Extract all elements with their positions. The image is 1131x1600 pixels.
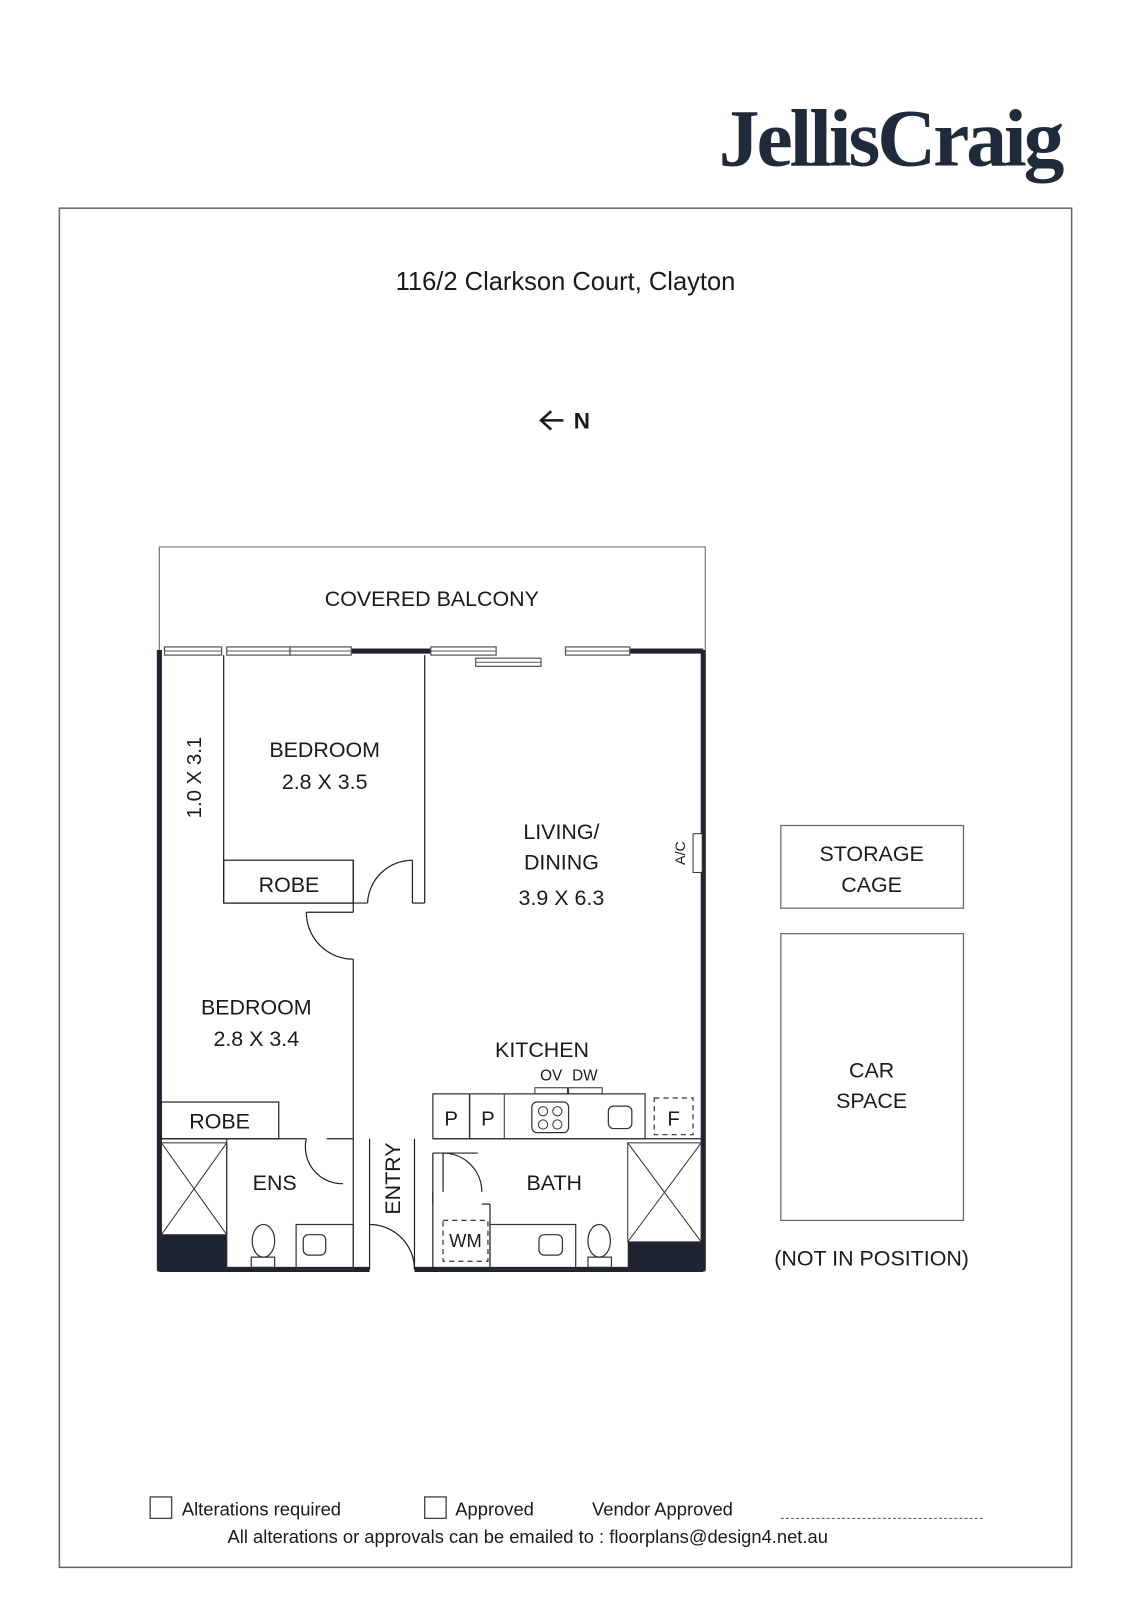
air-con-unit (692, 833, 703, 873)
alterations-checkbox[interactable] (149, 1496, 173, 1520)
exterior-walls (156, 648, 706, 1272)
vendor-approved-label: Vendor Approved (592, 1498, 733, 1519)
pantry-1-label: P (444, 1109, 458, 1131)
ensuite-label: ENS (253, 1171, 297, 1195)
door-swings (304, 859, 483, 1270)
fridge-label: F (667, 1109, 679, 1131)
corridor-size: 1.0 X 3.1 (184, 737, 206, 819)
washing-machine-space (442, 1219, 489, 1262)
robe-2 (160, 1101, 280, 1140)
living-name-2: DINING (524, 850, 599, 874)
bath-vanity (489, 1223, 577, 1270)
cooktop-icon (531, 1101, 570, 1134)
balcony-label: COVERED BALCONY (325, 587, 539, 611)
property-address: 116/2 Clarkson Court, Clayton (396, 268, 736, 296)
north-label: N (574, 409, 590, 434)
email-note: All alterations or approvals can be emai… (228, 1526, 828, 1547)
bath-toilet-icon (587, 1223, 613, 1268)
oven-label: OV (540, 1068, 563, 1085)
car-label-1: CAR (849, 1059, 894, 1083)
storage-label-1: STORAGE (819, 842, 923, 866)
approved-label: Approved (455, 1498, 534, 1519)
kitchen-bench (432, 1093, 646, 1140)
bedroom-1-size: 2.8 X 3.5 (282, 770, 368, 794)
bedroom-2-name: BEDROOM (201, 995, 312, 1019)
car-label-2: SPACE (836, 1089, 907, 1113)
living-size: 3.9 X 6.3 (519, 886, 605, 910)
toilet-icon (250, 1223, 276, 1268)
car-note: (NOT IN POSITION) (774, 1246, 969, 1270)
storage-cage (780, 824, 965, 909)
document-frame (58, 207, 1073, 1569)
robe-1-label: ROBE (259, 873, 320, 897)
brand-logo: JellisCraig (719, 92, 1065, 183)
approved-checkbox[interactable] (424, 1496, 447, 1520)
storage-label-2: CAGE (841, 873, 902, 897)
air-con-label: A/C (673, 841, 689, 865)
dishwasher-label: DW (572, 1068, 598, 1085)
robe-2-label: ROBE (189, 1110, 250, 1134)
washing-machine-label: WM (449, 1230, 482, 1251)
interior-walls (159, 655, 704, 1270)
kitchen-label: KITCHEN (495, 1038, 589, 1062)
ensuite-vanity (295, 1223, 354, 1270)
bedroom-1-name: BEDROOM (269, 738, 380, 762)
robe-1 (223, 859, 354, 904)
bedroom-2-size: 2.8 X 3.4 (213, 1027, 299, 1051)
basin-icon (302, 1234, 327, 1256)
alterations-label: Alterations required (182, 1498, 341, 1519)
bath-label: BATH (527, 1171, 583, 1195)
arrow-left-icon (539, 410, 564, 431)
fridge-space (653, 1097, 694, 1136)
north-indicator: N (539, 409, 590, 434)
ensuite-shower (160, 1142, 228, 1236)
car-space (780, 933, 965, 1222)
sink-icon (607, 1105, 633, 1130)
pantry-2-label: P (481, 1109, 495, 1131)
balcony-outline (158, 546, 706, 650)
facade-windows (163, 646, 631, 667)
bath-basin-icon (538, 1234, 564, 1256)
bath-shower (627, 1142, 702, 1243)
entry-label: ENTRY (381, 1142, 405, 1214)
living-name-1: LIVING/ (523, 820, 599, 844)
